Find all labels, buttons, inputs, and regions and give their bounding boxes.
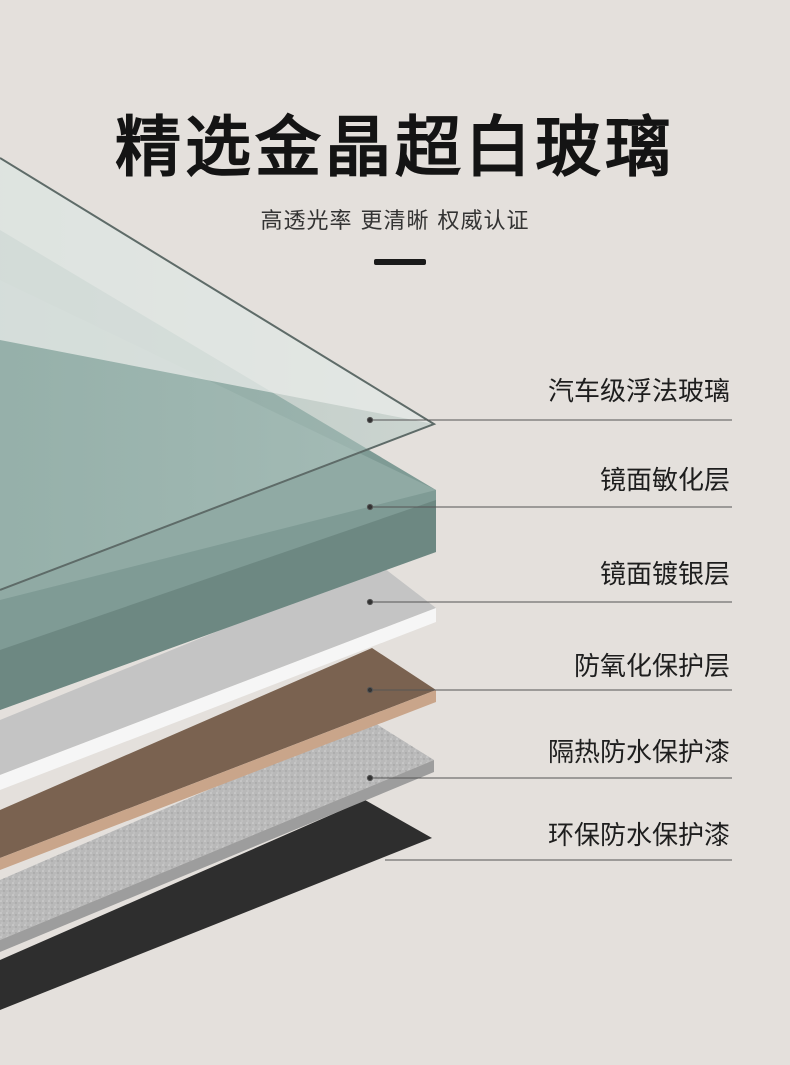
label-sensitized-layer: 镜面敏化层: [599, 466, 730, 496]
page-subtitle: 高透光率 更清晰 权威认证: [260, 209, 530, 234]
title-underline: [374, 259, 426, 265]
leader-dot-float-glass: [366, 416, 374, 424]
label-eco-coating: 环保防水保护漆: [547, 821, 730, 851]
leader-dot-insulation: [366, 774, 374, 782]
layer-silver-edge: [0, 608, 436, 790]
leader-dot-anti-oxidation: [366, 686, 374, 694]
layer-insulation-coating-edge: [0, 760, 434, 952]
layer-anti-oxidation-edge: [0, 690, 436, 870]
label-anti-oxidation-layer: 防氧化保护层: [573, 652, 730, 682]
layer-insulation-coating: [0, 720, 434, 940]
layer-eco-coating: [0, 800, 432, 1010]
leader-dot-sensitized: [366, 503, 374, 511]
label-silver-layer: 镜面镀银层: [599, 560, 730, 590]
label-float-glass: 汽车级浮法玻璃: [547, 377, 730, 407]
layer-silver: [0, 565, 436, 775]
layer-sensitized-edge: [0, 500, 436, 710]
page-title: 精选金晶超白玻璃: [115, 109, 675, 186]
label-insulation-coating: 隔热防水保护漆: [547, 738, 730, 768]
layer-float-glass-edge: [0, 157, 437, 591]
leader-dot-silver: [366, 598, 374, 606]
layer-anti-oxidation: [0, 648, 436, 858]
leader-lines: [366, 416, 732, 861]
